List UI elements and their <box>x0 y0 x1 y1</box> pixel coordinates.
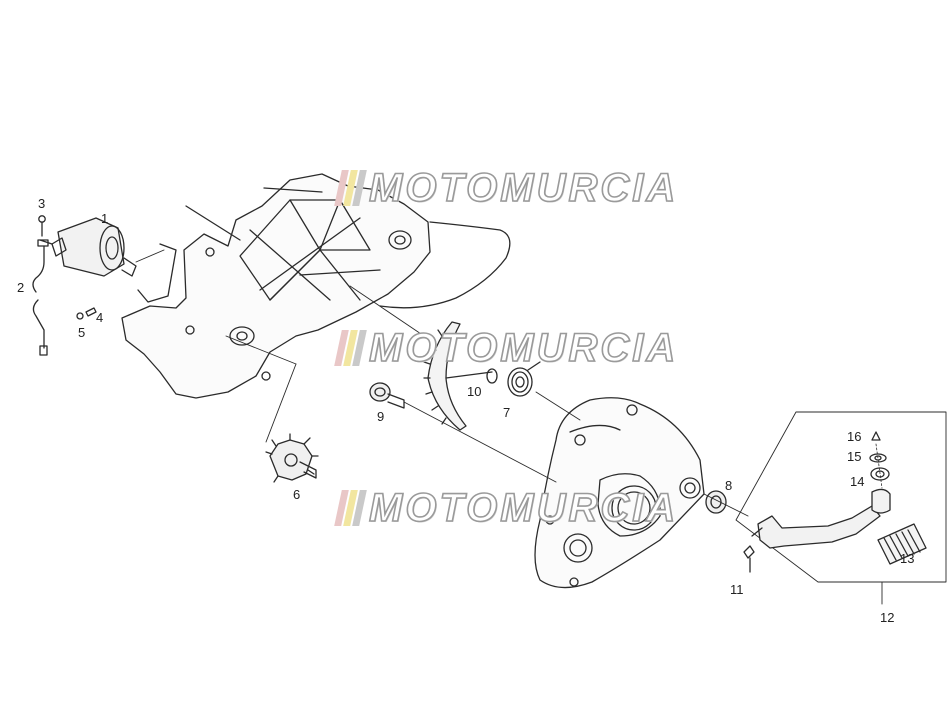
watermark-text: MOTOMURCIA <box>368 326 679 370</box>
callout-10: 10 <box>467 384 482 399</box>
grip-rubber-13 <box>877 523 927 565</box>
callout-9: 9 <box>377 409 385 424</box>
callout-2: 2 <box>17 280 25 295</box>
crankcase <box>121 173 431 399</box>
callout-11: 11 <box>730 582 744 597</box>
return-spring-7 <box>507 361 541 397</box>
watermark-stripes <box>334 490 369 526</box>
oil-seal-8 <box>705 490 727 514</box>
kick-gear-6 <box>265 433 319 483</box>
callout-16: 16 <box>847 429 862 444</box>
callout-8: 8 <box>725 478 733 493</box>
watermark-stripes <box>334 330 369 366</box>
callout-1: 1 <box>101 211 109 226</box>
callout-15: 15 <box>847 449 862 464</box>
callout-13: 13 <box>900 551 915 566</box>
callout-14: 14 <box>850 474 865 489</box>
watermark-middle: MOTOMURCIA <box>334 326 679 370</box>
sector-gear-10 <box>423 321 498 431</box>
crankcase-gasket <box>379 221 511 309</box>
kick-lever-box <box>735 411 947 605</box>
watermark-bottom: MOTOMURCIA <box>334 486 679 530</box>
callout-4: 4 <box>96 310 104 325</box>
callout-3: 3 <box>38 196 46 211</box>
starter-cable <box>32 239 49 356</box>
watermark-stripes <box>334 170 369 206</box>
watermark-text: MOTOMURCIA <box>368 486 679 530</box>
bolt-11 <box>743 545 755 573</box>
callout-12: 12 <box>880 610 895 625</box>
starter-motor <box>39 217 137 277</box>
watermark-top: MOTOMURCIA <box>334 166 679 210</box>
callout-7: 7 <box>503 405 511 420</box>
callout-5: 5 <box>78 325 86 340</box>
watermark-text: MOTOMURCIA <box>368 166 679 210</box>
kick-lever <box>751 488 891 549</box>
bolt-4-5 <box>76 307 97 320</box>
transmission-cover <box>534 397 705 589</box>
bushing-9 <box>369 382 405 409</box>
callout-6: 6 <box>293 487 301 502</box>
assembly-axis-lines <box>135 249 749 517</box>
washers-14-16 <box>869 431 890 489</box>
screw-3 <box>38 215 46 237</box>
